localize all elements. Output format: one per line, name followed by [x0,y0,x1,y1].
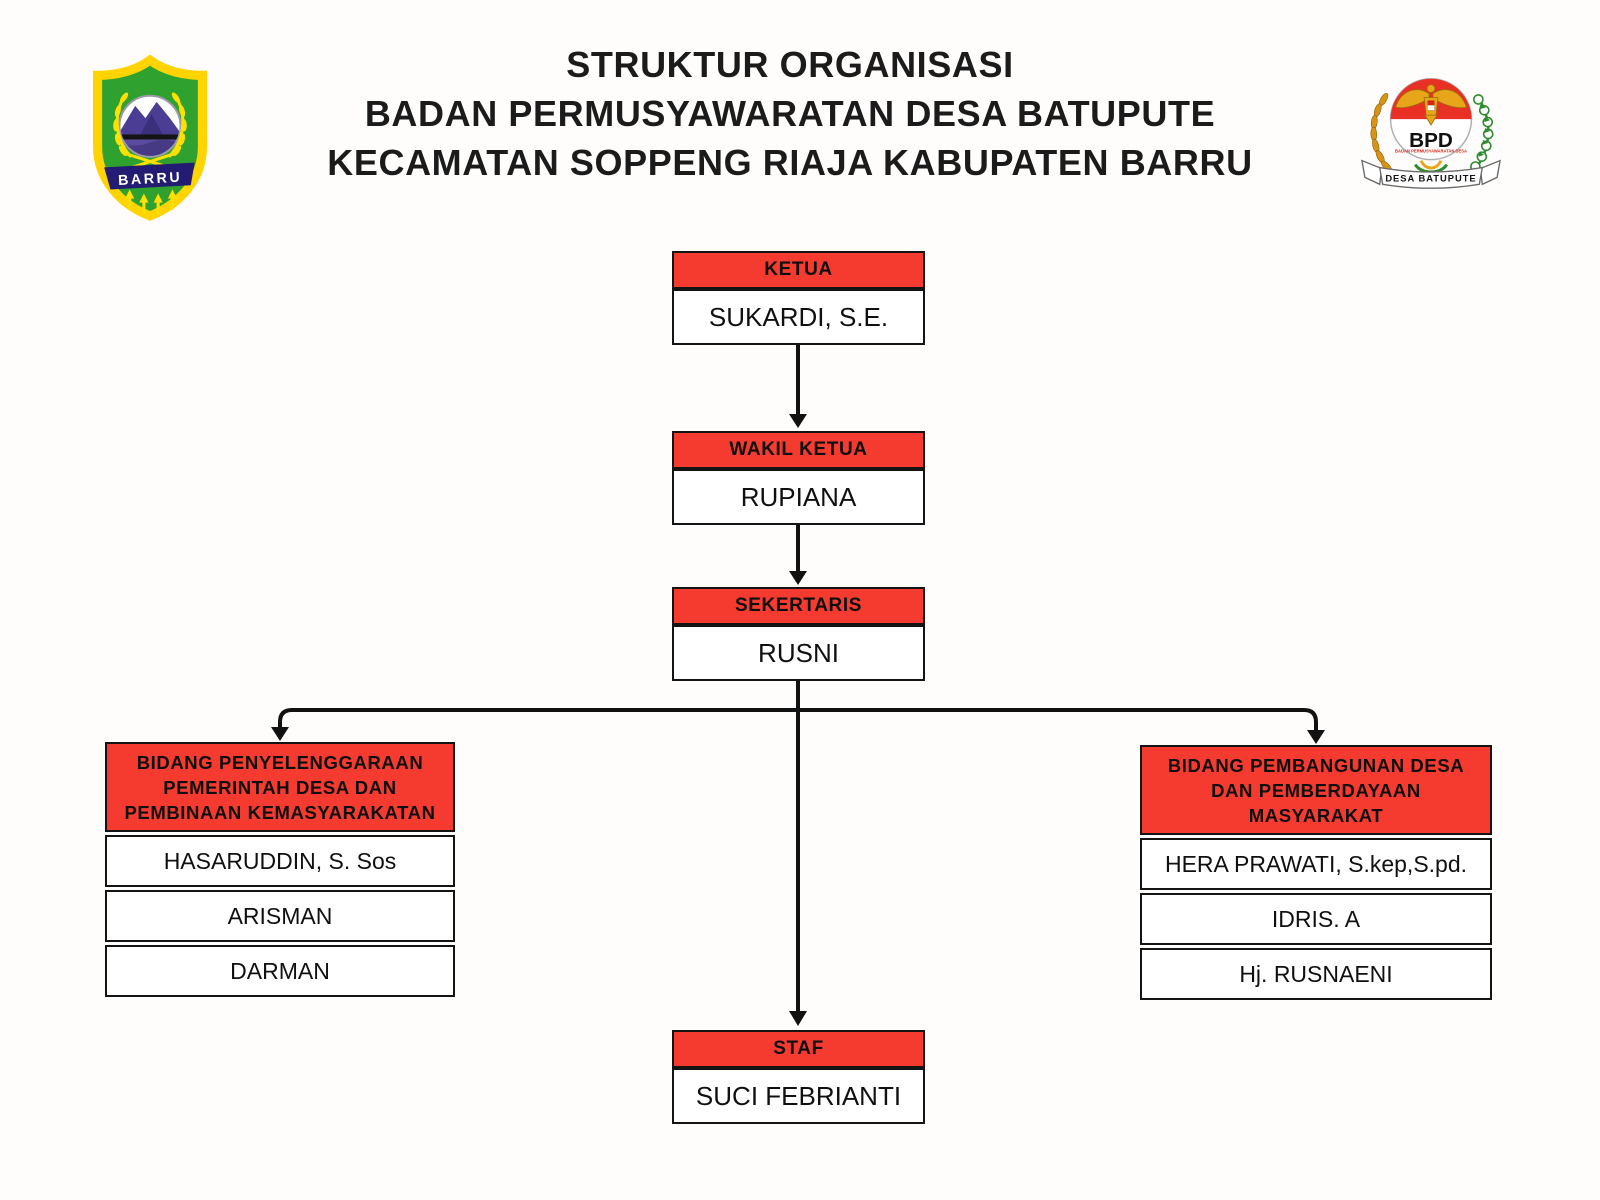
node-sekertaris: SEKERTARIS RUSNI [672,587,925,681]
bpd-logo-icon: BPD BADAN PERMUSYAWARATAN DESA [1361,77,1501,189]
node-staf-title: STAF [672,1030,925,1068]
node-ketua-title: KETUA [672,251,925,289]
arrowhead-sekertaris-to-staf [789,1011,807,1026]
bpd-desa-batupute-emblem: BPD BADAN PERMUSYAWARATAN DESA [1352,58,1510,206]
garuda-icon [1394,84,1468,126]
node-wakil-ketua-title: WAKIL KETUA [672,431,925,469]
page-title-line-3: KECAMATAN SOPPENG RIAJA KABUPATEN BARRU [327,142,1253,183]
bpd-subtext: BADAN PERMUSYAWARATAN DESA [1395,149,1467,154]
node-ketua-member: SUKARDI, S.E. [672,289,925,345]
node-bidang-penyelenggaraan-title: BIDANG PENYELENGGARAAN PEMERINTAH DESA D… [105,742,455,832]
page-title-line-1: STRUKTUR ORGANISASI [566,44,1014,85]
node-sekertaris-title: SEKERTARIS [672,587,925,625]
cotton-branch-icon [1470,94,1494,174]
bpd-acronym-text: BPD [1409,129,1453,152]
page-title-line-2: BADAN PERMUSYAWARATAN DESA BATUPUTE [364,93,1216,134]
node-bidang-penyelenggaraan-member-2: ARISMAN [105,890,455,942]
page-title: STRUKTUR ORGANISASI BADAN PERMUSYAWARATA… [250,40,1330,187]
ribbon-banner: DESA BATUPUTE [1361,159,1501,189]
node-bidang-pembangunan-title: BIDANG PEMBANGUNAN DESA DAN PEMBERDAYAAN… [1140,745,1492,835]
node-bidang-pembangunan-member-3: Hj. RUSNAENI [1140,948,1492,1000]
node-ketua: KETUA SUKARDI, S.E. [672,251,925,345]
arrowhead-to-bidang-pembangunan [1307,730,1325,744]
barru-regency-emblem: BARRU [88,54,212,221]
node-staf-member: SUCI FEBRIANTI [672,1068,925,1124]
arrowhead-to-bidang-penyelenggaraan [271,727,289,741]
node-staf: STAF SUCI FEBRIANTI [672,1030,925,1124]
node-bidang-pembangunan-member-2: IDRIS. A [1140,893,1492,945]
node-bidang-penyelenggaraan-member-3: DARMAN [105,945,455,997]
node-sekertaris-member: RUSNI [672,625,925,681]
node-bidang-penyelenggaraan-member-1: HASARUDDIN, S. Sos [105,835,455,887]
arrowhead-ketua-to-wakil [789,414,807,428]
node-wakil-ketua: WAKIL KETUA RUPIANA [672,431,925,525]
node-bidang-pembangunan: BIDANG PEMBANGUNAN DESA DAN PEMBERDAYAAN… [1140,745,1492,1003]
barru-shield-icon: BARRU [92,54,208,221]
ribbon-text: DESA BATUPUTE [1385,173,1476,183]
barru-banner-text: BARRU [118,170,183,189]
node-wakil-ketua-member: RUPIANA [672,469,925,525]
node-bidang-pembangunan-member-1: HERA PRAWATI, S.kep,S.pd. [1140,838,1492,890]
wheat-branch-icon [1370,92,1393,174]
arrowhead-wakil-to-sekertaris [789,571,807,585]
node-bidang-penyelenggaraan: BIDANG PENYELENGGARAAN PEMERINTAH DESA D… [105,742,455,1000]
